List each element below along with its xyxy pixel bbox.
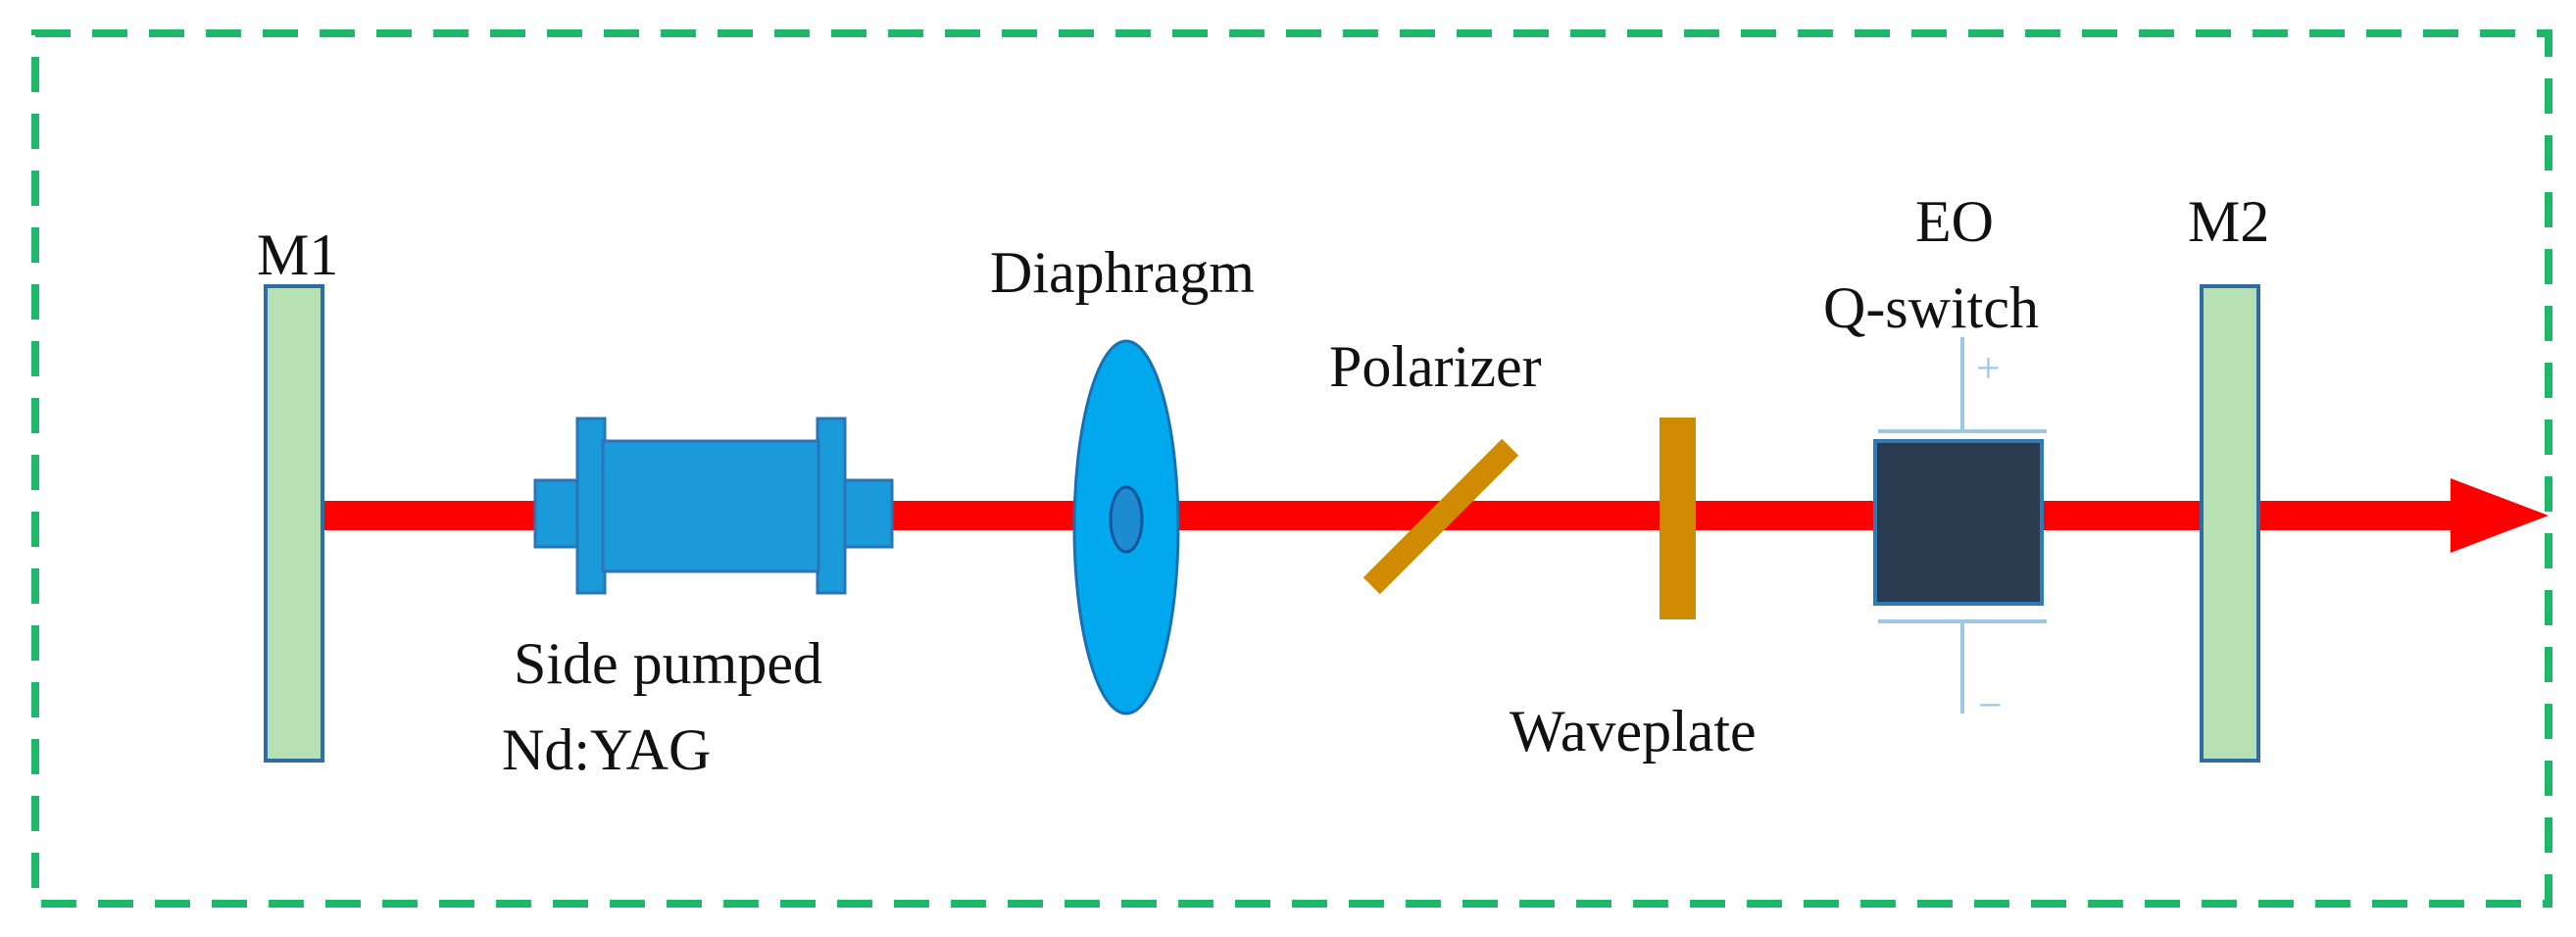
q-switch-minus-sign: − (1978, 681, 2003, 729)
side-pumped-label: Side pumped (514, 631, 822, 696)
nd-yag-label: Nd:YAG (502, 717, 711, 782)
q-switch-crystal (1873, 439, 2044, 606)
diaphragm-aperture (1109, 485, 1144, 554)
eo-label: EO (1915, 189, 1994, 254)
dashed-enclosure-frame (31, 29, 2552, 908)
mirror-m1 (264, 284, 324, 763)
mirror-m1-label: M1 (257, 222, 338, 287)
diaphragm (1072, 339, 1180, 715)
side-pumped-nd-yag-module (533, 417, 894, 595)
mirror-m2-label: M2 (2188, 189, 2269, 254)
mirror-m2 (2200, 284, 2260, 763)
waveplate (1660, 418, 1696, 619)
beam-output-arrow (2451, 478, 2549, 553)
eo-q-switch (1873, 337, 2047, 714)
crystal-body (601, 439, 820, 573)
crystal-right-flange (816, 417, 847, 595)
polarizer (1362, 438, 1519, 595)
polarizer-label: Polarizer (1329, 334, 1542, 399)
waveplate-label: Waveplate (1510, 699, 1757, 764)
q-switch-label: Q-switch (1823, 275, 2039, 340)
q-switch-plus-sign: + (1976, 344, 2001, 392)
crystal-left-flange (575, 417, 607, 595)
diaphragm-label: Diaphragm (990, 240, 1255, 305)
